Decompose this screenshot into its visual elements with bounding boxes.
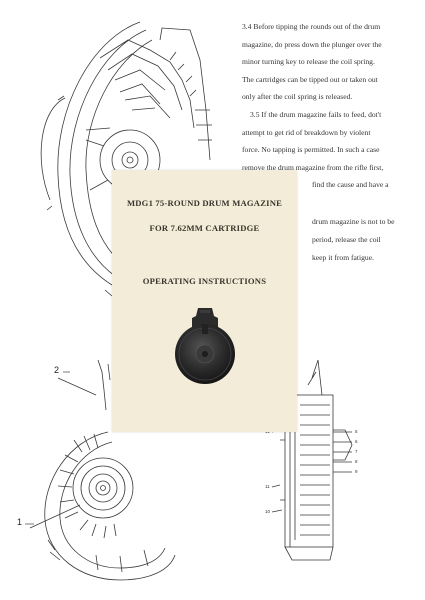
instruction-text: 3.4 Before tipping the rounds out of the… bbox=[242, 18, 412, 176]
callout-number: 8 bbox=[355, 459, 358, 464]
text-line-partial: keep it from fatigue. bbox=[312, 253, 374, 262]
booklet-cover: MDG1 75-ROUND DRUM MAGAZINE FOR 7.62MM C… bbox=[112, 170, 297, 432]
text-line: only after the coil spring is released. bbox=[242, 92, 353, 102]
callout-number: 11 bbox=[265, 484, 270, 489]
text-line: force. No tapping is permitted. In such … bbox=[242, 145, 380, 155]
callout-number: 7 bbox=[355, 449, 358, 454]
cover-heading: OPERATING INSTRUCTIONS bbox=[142, 276, 267, 286]
callout-number: 5 bbox=[355, 429, 358, 434]
text-line: attempt to get rid of breakdown by viole… bbox=[242, 127, 371, 137]
cover-title: MDG1 75-ROUND DRUM MAGAZINE bbox=[126, 198, 283, 208]
drum-drawing-right bbox=[271, 359, 353, 561]
drum-drawing-top bbox=[40, 21, 212, 297]
text-line-partial: period, release the coil bbox=[312, 235, 381, 244]
callout-number: 9 bbox=[355, 469, 358, 474]
drum-magazine-photo bbox=[175, 308, 235, 384]
callout-number: 1 bbox=[17, 517, 23, 527]
cover-subtitle: FOR 7.62MM CARTRIDGE bbox=[149, 223, 260, 233]
text-line-partial: find the cause and have a bbox=[312, 180, 389, 189]
text-line: magazine, do press down the plunger over… bbox=[242, 39, 382, 49]
drum-drawing-bottom-left bbox=[29, 359, 176, 581]
text-line: The cartridges can be tipped out or take… bbox=[242, 74, 378, 84]
callout-number: 6 bbox=[355, 439, 358, 444]
text-line: remove the drum magazine from the rifle … bbox=[242, 162, 384, 172]
text-line: minor turning key to release the coil sp… bbox=[242, 57, 375, 67]
text-line: 3.4 Before tipping the rounds out of the… bbox=[242, 22, 381, 31]
text-line: 3.5 If the drum magazine fails to feed, … bbox=[250, 109, 382, 119]
callout-leaders bbox=[25, 371, 70, 525]
text-line-partial: drum magazine is not to be bbox=[312, 217, 395, 226]
callout-number: 10 bbox=[265, 509, 271, 514]
callout-number: 2 bbox=[54, 365, 60, 375]
